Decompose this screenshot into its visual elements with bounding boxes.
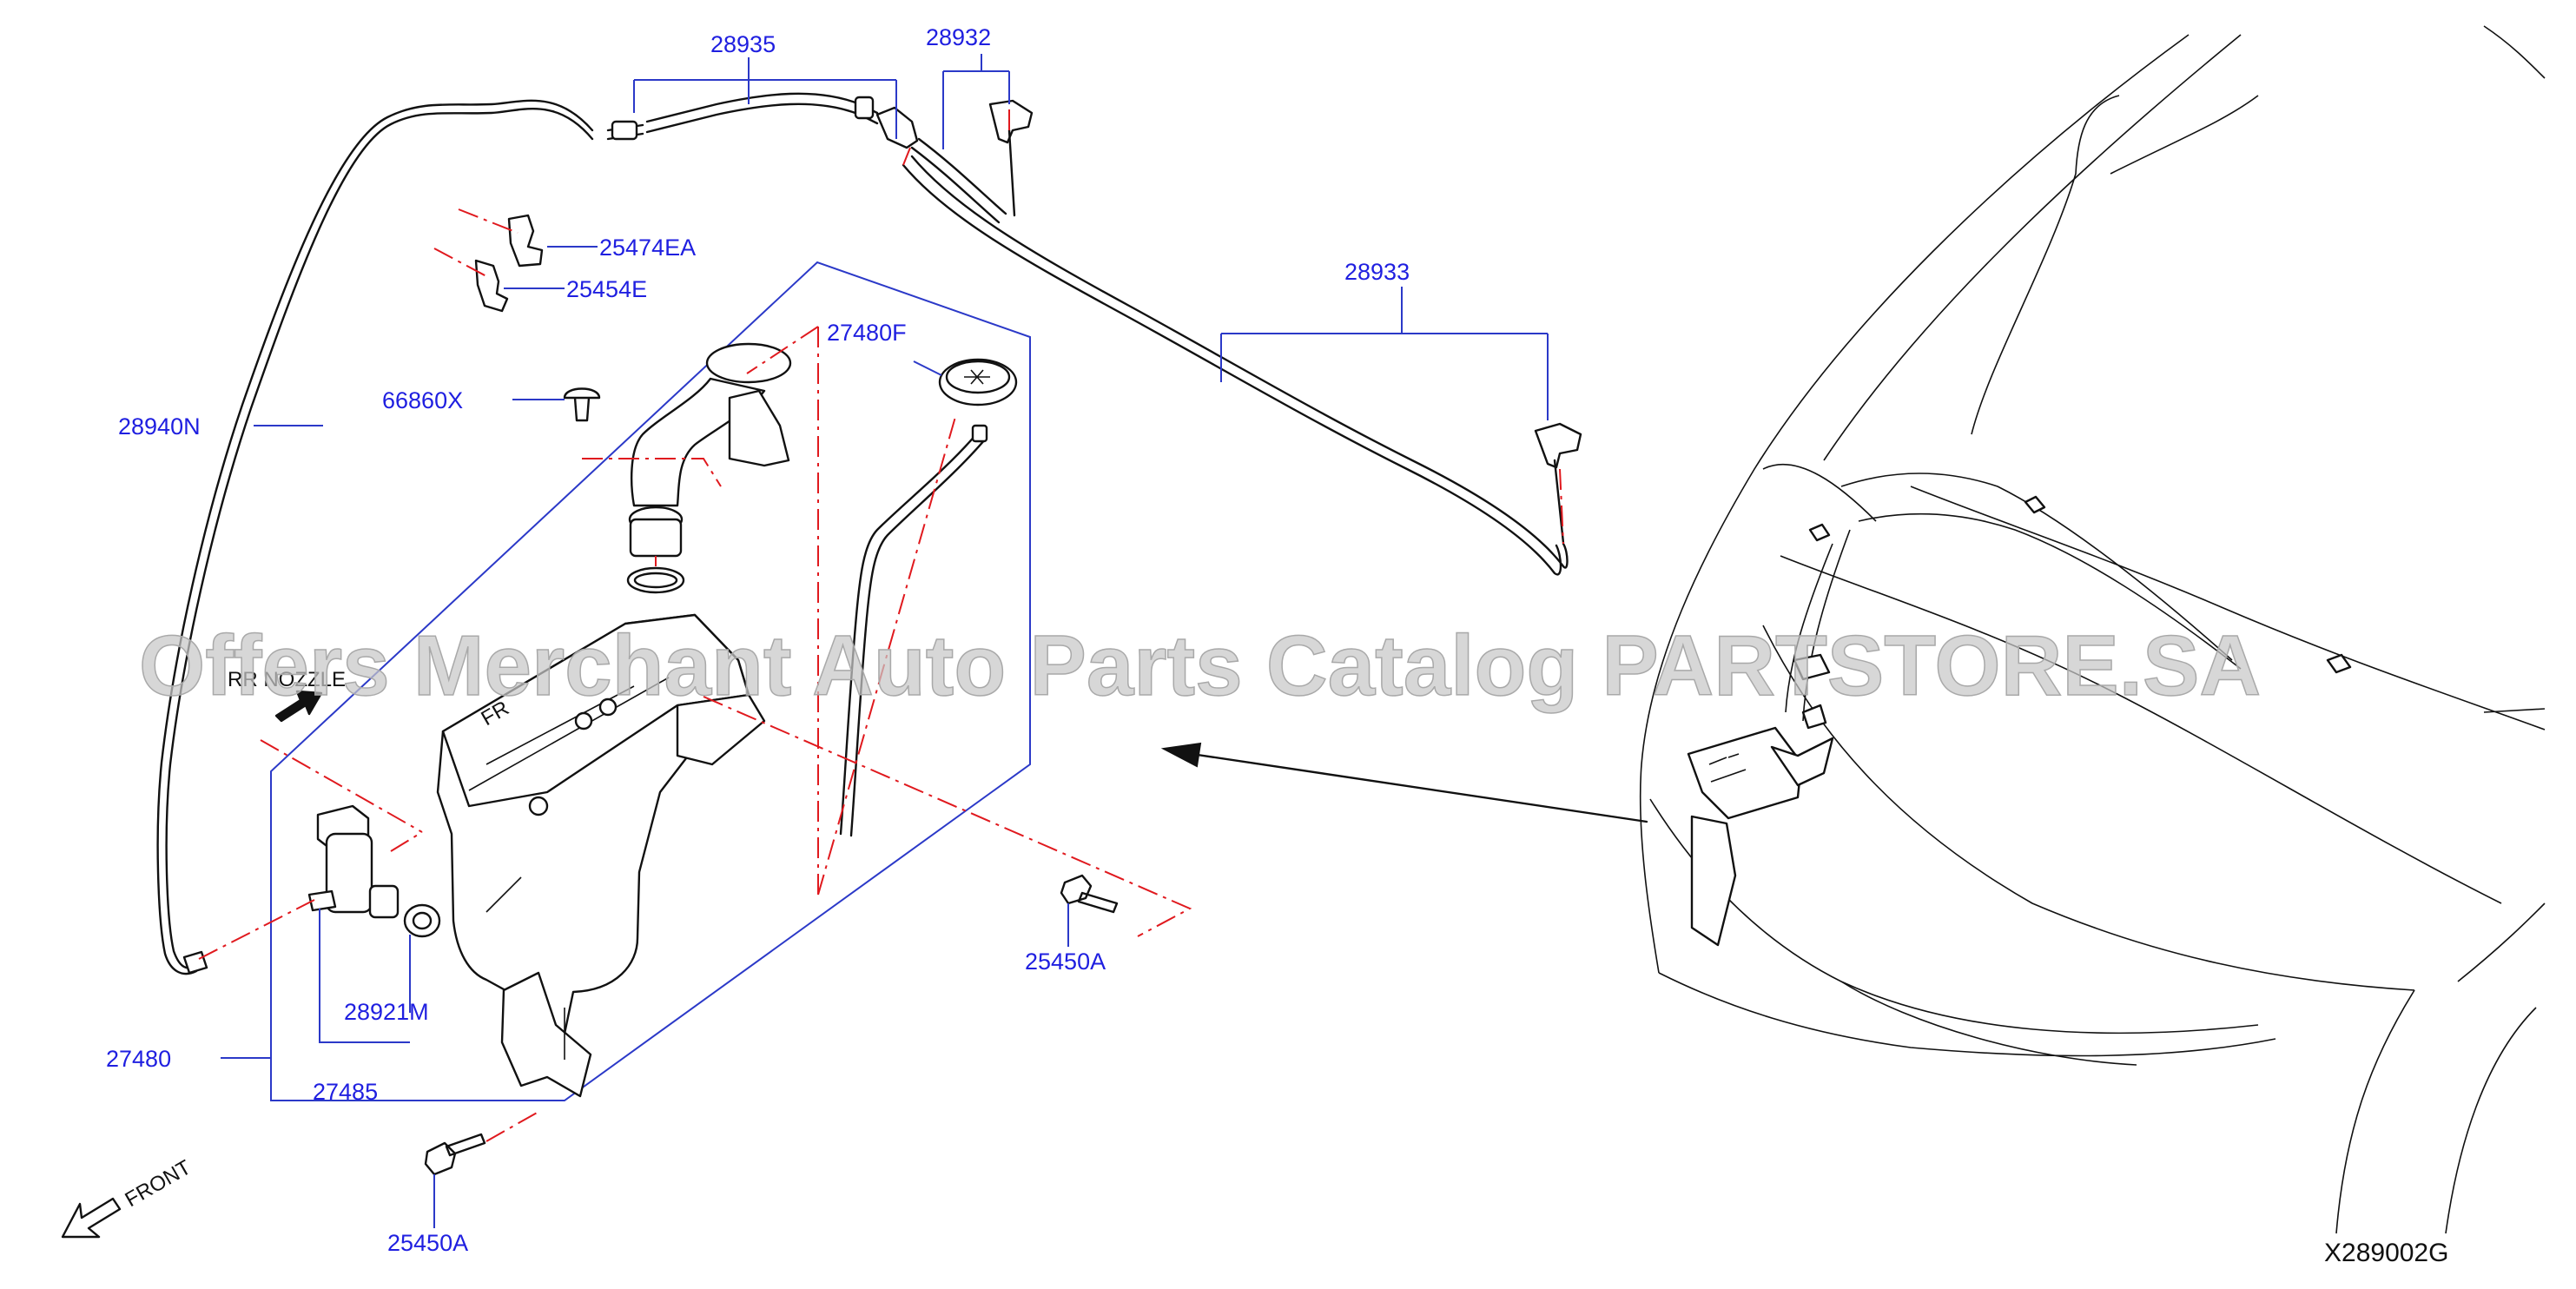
nozzle-28932-stem <box>1007 129 1016 217</box>
front-nozzle-hose <box>902 163 1562 576</box>
filler-neck-seal <box>629 518 683 558</box>
tank-boss-3 <box>528 796 549 816</box>
washer-nozzle-28933 <box>1534 422 1582 469</box>
watermark: Offers Merchant Auto Parts Catalog PARTS… <box>139 618 2261 713</box>
front-nozzle-hose-branch <box>910 137 1007 224</box>
bolt-25450a-right <box>1060 874 1119 914</box>
washer-nozzle-28932 <box>988 99 1034 144</box>
assembly-connection-lines <box>198 104 1564 1142</box>
part-labels: 28935 28932 28933 25474EA 25454E 27480F … <box>106 24 1410 1256</box>
nozzle-28933-stem <box>1553 459 1565 545</box>
front-nozzle-hose-2 <box>910 155 1569 569</box>
label-28932: 28932 <box>926 24 991 50</box>
label-25454e: 25454E <box>566 276 647 302</box>
clip-66860x <box>563 387 601 422</box>
filler-neck-bracket <box>728 389 790 467</box>
locator-arrow-head <box>1160 742 1202 768</box>
label-25450a-right: 25450A <box>1025 949 1106 975</box>
assembly-boundary <box>270 261 1031 1101</box>
tank-detail-lines <box>468 677 670 1060</box>
o-ring-inner <box>633 572 678 589</box>
washer-tank-bracket <box>500 971 592 1098</box>
rear-washer-hose <box>165 108 594 969</box>
locator-arrow-line <box>1190 752 1648 823</box>
tank-cap-symbol <box>964 369 990 385</box>
rr-nozzle-arrow <box>274 690 323 723</box>
hose-clip-25474ea <box>507 214 544 268</box>
bolt-25450a-bottom <box>424 1133 486 1176</box>
hose-joint-2 <box>854 96 875 120</box>
hose-joint <box>611 120 638 141</box>
label-25450a-bottom: 25450A <box>387 1230 468 1256</box>
label-28921m: 28921M <box>344 999 429 1025</box>
rear-washer-hose-inner <box>156 99 594 975</box>
front-arrow-icon <box>61 1197 122 1239</box>
pump-grommet-inner <box>412 911 433 930</box>
pump-nipple <box>307 889 337 912</box>
label-27480: 27480 <box>106 1046 171 1072</box>
washer-tank-mount <box>676 693 766 766</box>
filler-tube-top <box>971 424 988 443</box>
label-66860x: 66860X <box>382 387 463 413</box>
label-27480f: 27480F <box>827 320 907 346</box>
filler-tube <box>839 433 978 836</box>
part-leader-lines <box>221 54 1549 1228</box>
label-28940n: 28940N <box>118 413 201 440</box>
rear-hose-connector-lower <box>645 102 879 134</box>
diagram-code: X289002G <box>2324 1239 2448 1267</box>
label-25474ea: 25474EA <box>599 235 696 261</box>
hose-clip-25454e <box>474 259 509 313</box>
tank-boss-2 <box>598 697 618 717</box>
label-27485: 27485 <box>313 1079 378 1105</box>
vehicle-overview <box>1639 25 2546 1234</box>
label-28933: 28933 <box>1344 259 1410 285</box>
filler-neck-flange <box>705 342 792 384</box>
tank-boss-1 <box>574 711 593 730</box>
front-label: FRONT <box>122 1155 195 1212</box>
label-28935: 28935 <box>710 31 776 57</box>
hose-end-cap <box>182 950 208 975</box>
rr-nozzle-label: RR NOZZLE <box>228 668 346 691</box>
pump-outlet <box>368 884 400 919</box>
pump-body <box>325 832 373 914</box>
